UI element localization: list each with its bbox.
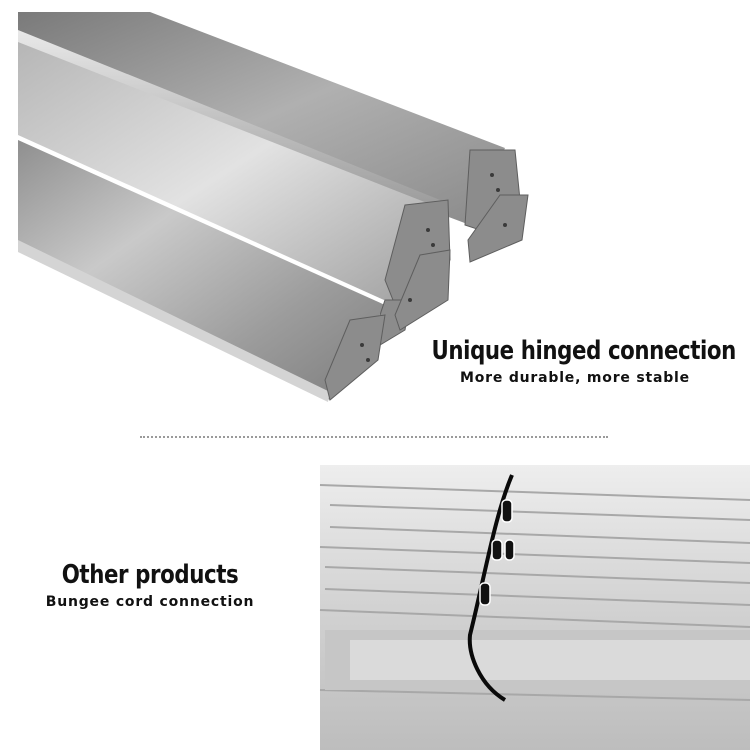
hinge-icon bbox=[324, 149, 529, 401]
feature-title: Unique hinged connection bbox=[431, 336, 737, 366]
comparison-caption: Other products Bungee cord connection bbox=[0, 560, 300, 610]
cord-clip-icon bbox=[479, 499, 515, 606]
feature-caption: Unique hinged connection More durable, m… bbox=[400, 336, 750, 386]
section-divider bbox=[140, 436, 608, 438]
comparison-title: Other products bbox=[61, 560, 239, 590]
steel-panel-back bbox=[18, 12, 505, 225]
bungee-cord bbox=[467, 474, 514, 702]
feature-subtitle: More durable, more stable bbox=[460, 370, 690, 386]
steel-panel-front bbox=[18, 140, 385, 400]
bungee-panels-photo bbox=[300, 455, 750, 750]
steel-panel-middle bbox=[18, 35, 440, 305]
comparison-subtitle: Bungee cord connection bbox=[45, 594, 255, 610]
hinged-panels-photo bbox=[18, 12, 529, 402]
